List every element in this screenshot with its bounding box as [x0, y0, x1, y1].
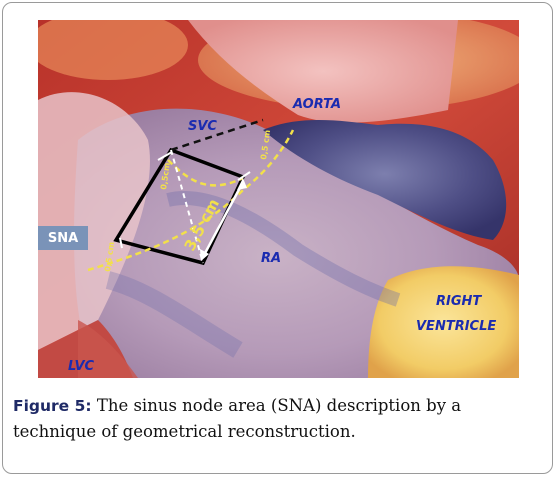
- sna-label-box: SNA: [38, 226, 88, 250]
- label-ra: RA: [261, 251, 281, 266]
- caption-label: Figure 5:: [13, 397, 92, 415]
- dashed-line-yellow-1: [87, 129, 295, 272]
- label-svc: SVC: [188, 119, 217, 134]
- measure-top-right: 0,5 cm: [259, 129, 272, 160]
- label-aorta: AORTA: [292, 97, 341, 112]
- caption-text: The sinus node area (SNA) description by…: [13, 396, 462, 441]
- heart-photo: AORTA SVC RA RIGHT VENTRICLE LVC 3,5 cm …: [38, 20, 519, 378]
- label-sna: SNA: [47, 230, 79, 246]
- measure-top-left: 0,5cm: [159, 162, 172, 190]
- figure-caption: Figure 5: The sinus node area (SNA) desc…: [13, 393, 545, 444]
- dashed-line-black: [170, 118, 264, 152]
- label-lvc: LVC: [68, 359, 95, 374]
- label-right: RIGHT: [436, 294, 482, 309]
- atrial-appendage: [263, 120, 507, 240]
- label-ventricle: VENTRICLE: [416, 319, 496, 334]
- diagonal-arrow: [201, 181, 245, 258]
- right-ventricle-fat: [368, 266, 519, 378]
- measure-left: 0,5 cm: [103, 241, 116, 272]
- aorta-region: [188, 20, 458, 123]
